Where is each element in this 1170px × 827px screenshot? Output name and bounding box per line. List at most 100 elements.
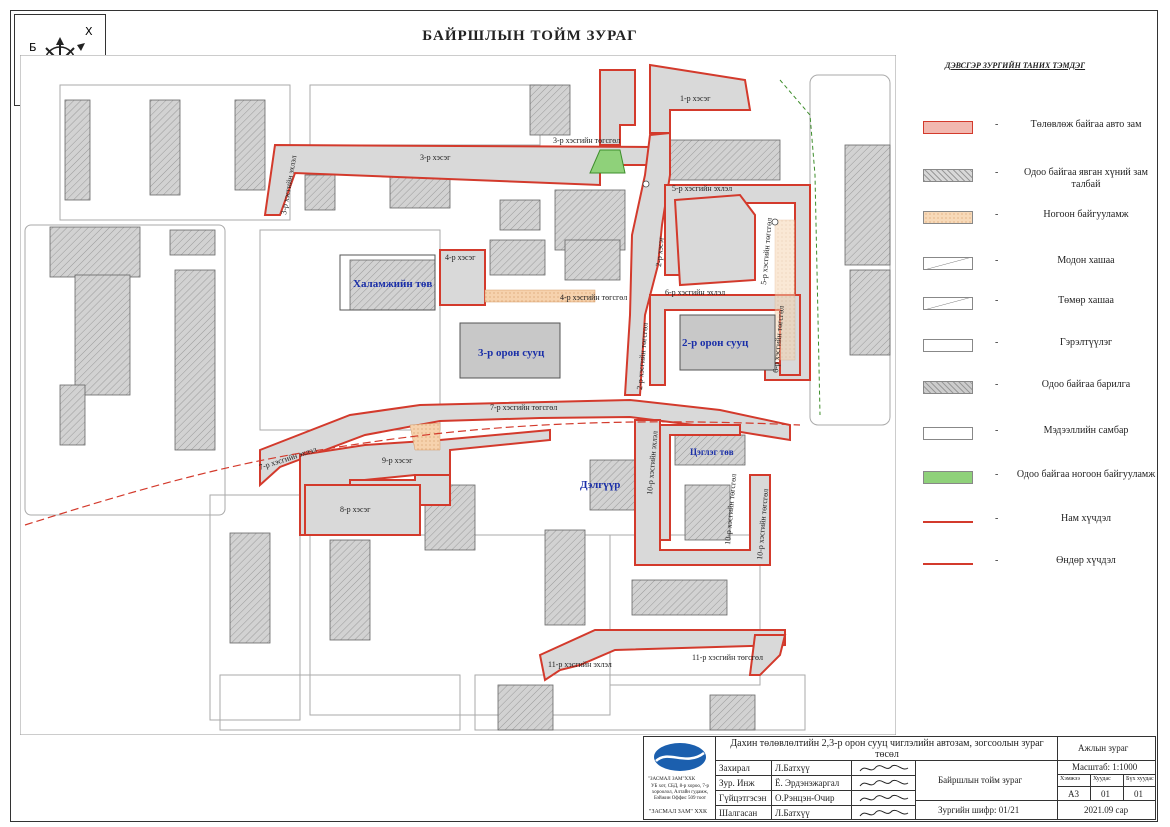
label-bay-6-start: 6-р хэсгийн эхлэл [665,288,725,297]
label-housing-2: 2-р орон сууц [682,337,749,349]
signatory-role-cell: Захирал [716,761,772,776]
drawing-number-cell: Зургийн шифр: 01/21 [916,801,1058,820]
legend-item: -Одоо байгаа барилга [923,377,1153,407]
company-address: УБ хот, СБД, 8-р хороо, 7-р хороолол, Ал… [650,784,710,801]
highlighted-buildings [339,254,776,379]
legend-label: Мэдээллийн самбар [1043,425,1129,436]
signature-cell [852,776,916,791]
sheet-col-value: A3 [1068,789,1079,799]
compass-north-label: Х [85,25,93,38]
signatory-role-cell: Гүйцэтгэсэн [716,791,772,806]
existing-green-area [589,149,626,174]
signature-icon [859,764,909,772]
sheet-col-header-cell: Хуудас [1091,775,1124,787]
sheet-col-value-cell: 01 [1124,787,1156,801]
high-voltage-line [24,421,801,526]
signature-icon [859,809,909,817]
label-street-2: 2-р хэсэг [654,235,666,267]
legend-swatch-icon [923,211,973,224]
legend-item: -Төлөвлөж байгаа авто зам [923,117,1153,147]
company-logo-cell: "ЗАСМАЛ ЗАМ"ХХК УБ хот, СБД, 8-р хороо, … [644,737,716,820]
signatory-name-cell: О.Рэнцэн-Очир [772,791,852,806]
legend-label: Одоо байгаа ногоон байгууламж [1016,469,1156,480]
signatory-name-cell: Л.Батхүү [772,806,852,820]
legend-dash: - [995,425,999,436]
planned-green-patch [409,422,441,451]
legend-dash: - [995,119,999,130]
signature-cell [852,791,916,806]
legend-item: - Мэдээллийн самбар [923,423,1153,453]
legend-label: Төмөр хашаа [1058,295,1114,306]
legend-swatch-icon [923,121,973,134]
label-housing-3: 3-р орон сууц [478,347,545,359]
drawing-number: Зургийн шифр: 01/21 [938,805,1020,815]
legend-title: ДЭВСГЭР ЗУРГИЙН ТАНИХ ТЭМДЭГ [945,61,1086,70]
project-title: Дахин төлөвлөлтийн 2,3-р орон сууц чиглэ… [730,738,1044,760]
drawing-title-cell: Байршлын тойм зураг [916,761,1058,801]
signatory-name: Л.Батхүү [775,808,810,818]
legend-item: -Одоо байгаа явган хүний зам талбай [923,165,1153,195]
company-logo-icon [654,743,706,771]
legend-label: Одоо байгаа барилга [1041,379,1131,390]
legend-dash: - [995,209,999,220]
project-title-cell: Дахин төлөвлөлтийн 2,3-р орон сууц чиглэ… [716,737,1058,761]
legend-item: -Ногоон байгууламж [923,207,1153,237]
street-lights [642,180,779,226]
legend-item: - Төмөр хашаа [923,293,1153,323]
signatory-role: Зур. Инж [719,778,755,788]
legend-dash: - [995,167,999,178]
date-cell: 2021.09 сар [1058,801,1156,820]
legend-dash: - [995,337,999,348]
legend-swatch-icon [923,297,973,310]
legend-swatch-icon [923,427,973,440]
planned-green-strip [484,289,596,303]
legend-swatch-icon [923,471,973,484]
legend-dash: - [995,513,999,524]
legend-swatch-icon [923,169,973,182]
legend-item: - Одоо байгаа ногоон байгууламж [923,467,1155,497]
sheet-col-header: Хуудас [1093,776,1111,782]
sheet-border [10,10,1158,822]
sheet-col-header-cell: Бүх хуудас [1124,775,1156,787]
sheet-col-value: 01 [1134,789,1143,799]
stage-label: Ажлын зураг [1078,743,1129,753]
signatory-role: Гүйцэтгэсэн [719,793,767,803]
label-bay-4-end: 4-р хэсгийн төгсгөл [560,293,627,302]
legend-dash: - [995,295,999,306]
low-voltage-line [779,79,821,416]
compass-west-label: Б [29,41,37,54]
legend-item: -Нам хүчдэл [923,511,1153,541]
planned-green-patch-2 [774,219,796,361]
sheet-col-value-cell: A3 [1058,787,1091,801]
legend-item: - Өндөр хүчдэл [923,553,1153,583]
signatory-name: О.Рэнцэн-Очир [775,793,835,803]
title-block: "ЗАСМАЛ ЗАМ"ХХК УБ хот, СБД, 8-р хороо, … [643,736,1156,820]
label-tsegleg-center: Цэглэг төв [690,447,734,457]
label-khalamj-center: Халамжийн төв [353,278,432,290]
planned-roads [259,63,811,682]
legend-dash: - [995,555,999,566]
sheet-col-header: Хэмжээ [1060,776,1080,782]
signatory-name-cell: Л.Батхүү [772,761,852,776]
legend-label: Өндөр хүчдэл [1056,555,1116,566]
label-street-4: 4-р хэсэг [445,253,476,262]
scale-label: Масштаб: 1:1000 [1072,762,1138,772]
legend-dash: - [995,469,999,480]
company-logo-text: "ЗАСМАЛ ЗАМ"ХХК [648,777,696,782]
scale-cell: Масштаб: 1:1000 [1058,761,1156,775]
signature-cell [852,806,916,820]
date-label: 2021.09 сар [1084,805,1129,815]
sheet-col-header: Бүх хуудас [1126,776,1154,782]
stage-cell: Ажлын зураг [1058,737,1156,761]
signatory-name-cell: Ё. Эрдэнэжаргал [772,776,852,791]
label-store: Дэлгүүр [580,479,620,491]
signatory-role-cell: Зур. Инж [716,776,772,791]
sheet-col-value: 01 [1101,789,1110,799]
sheet-col-header-cell: Хэмжээ [1058,775,1091,787]
legend-panel: ДЭВСГЭР ЗУРГИЙН ТАНИХ ТЭМДЭГ -Төлөвлөж б… [905,55,1155,735]
label-bay-7-end: 7-р хэсгийн төгсгөл [490,403,557,412]
label-street-1: 1-р хэсэг [680,94,711,103]
label-bay-5-start: 5-р хэсгийн эхлэл [672,184,732,193]
label-street-3: 3-р хэсэг [420,153,451,162]
